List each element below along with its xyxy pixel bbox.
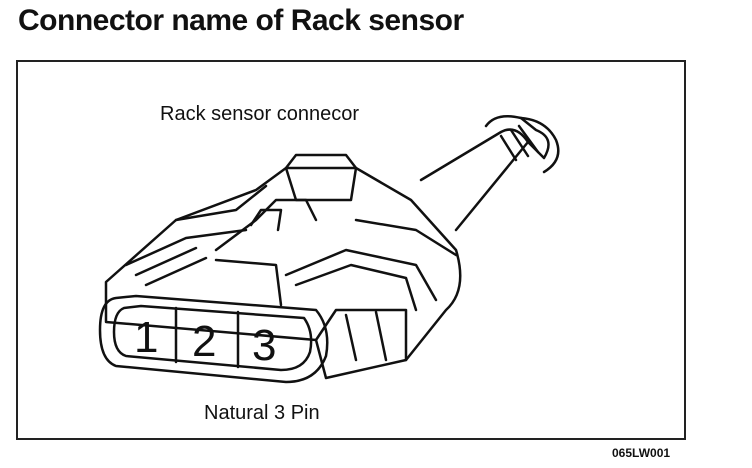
mating-face	[98, 294, 329, 384]
pin-2: 2	[192, 317, 216, 366]
pin-3: 3	[252, 321, 276, 370]
pin-1: 1	[134, 313, 158, 362]
connector-housing	[104, 153, 462, 380]
page-title: Connector name of Rack sensor	[18, 4, 464, 37]
rack-sensor-connector-illustration: 1 2 3	[98, 115, 560, 384]
cable	[419, 115, 560, 232]
connector-label: Rack sensor connecor	[160, 103, 359, 125]
figure-code: 065LW001	[612, 446, 671, 460]
pin-count-label: Natural 3 Pin	[204, 402, 320, 424]
diagram-frame	[16, 60, 686, 440]
